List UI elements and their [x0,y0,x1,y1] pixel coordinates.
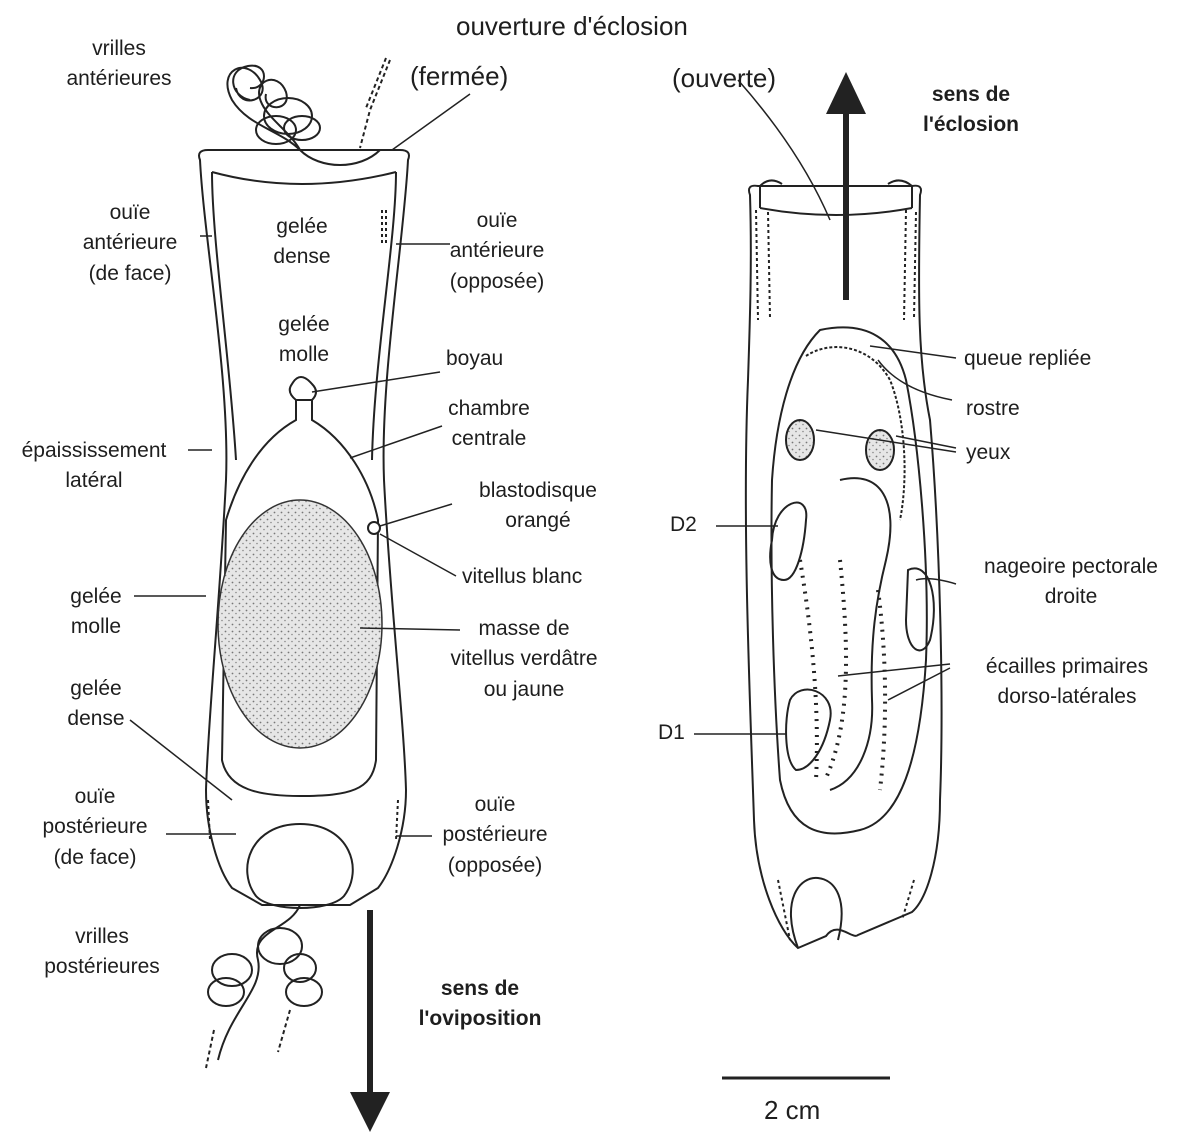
label-gut: boyau [446,344,503,374]
label-hatching-opening: ouverture d'éclosion [456,8,688,46]
label-d2: D2 [670,510,697,540]
label-folded-tail: queue repliée [964,344,1091,374]
dorsal-fin-d1 [786,690,831,770]
label-white-yolk: vitellus blanc [462,562,582,592]
blastodisc [368,522,380,534]
label-posterior-gill-front: ouïe postérieure (de face) [20,782,170,873]
label-soft-jelly-left: gelée molle [52,582,140,643]
label-pectoral-fin: nageoire pectorale droite [958,552,1184,613]
label-eyes: yeux [966,438,1010,468]
label-scale: 2 cm [764,1092,820,1130]
eye-right [866,430,894,470]
posterior-tendrils [206,905,322,1068]
label-hatching-direction: sens de l'éclosion [896,80,1046,141]
label-closed: (fermée) [410,58,508,96]
eye-left [786,420,814,460]
label-oviposition-direction: sens de l'oviposition [400,974,560,1035]
label-yolk-mass: masse de vitellus verdâtre ou jaune [426,614,622,705]
scale-row-left [800,560,817,780]
label-anterior-gill-opposite: ouïe antérieure (opposée) [422,206,572,297]
label-d1: D1 [658,718,685,748]
oviposition-arrow [350,910,390,1132]
pectoral-fin [906,568,934,650]
label-anterior-tendrils: vrilles antérieures [44,34,194,95]
label-blastodisc: blastodisque orangé [448,476,628,537]
label-anterior-gill-front: ouïe antérieure (de face) [60,198,200,289]
embryo-outline [771,327,926,833]
scale-row-mid [826,560,846,778]
label-primary-scales: écailles primaires dorso-latérales [950,652,1184,713]
closed-opening [212,172,396,184]
scale-row-right [878,590,885,790]
open-opening [760,208,912,215]
anterior-tendrils [227,58,390,165]
label-soft-jelly-top: gelée molle [256,310,352,371]
label-dense-jelly-left: gelée dense [52,674,140,735]
label-open: (ouverte) [672,60,776,98]
label-posterior-gill-opposite: ouïe postérieure (opposée) [420,790,570,881]
label-central-chamber: chambre centrale [424,394,554,455]
label-posterior-tendrils: vrilles postérieures [24,922,180,983]
yolk-mass [218,500,382,748]
label-dense-jelly-top: gelée dense [254,212,350,273]
label-rostrum: rostre [966,394,1020,424]
posterior-loop [247,824,353,908]
gut-knob [290,377,316,400]
label-lateral-thickening: épaississement latéral [0,436,188,497]
